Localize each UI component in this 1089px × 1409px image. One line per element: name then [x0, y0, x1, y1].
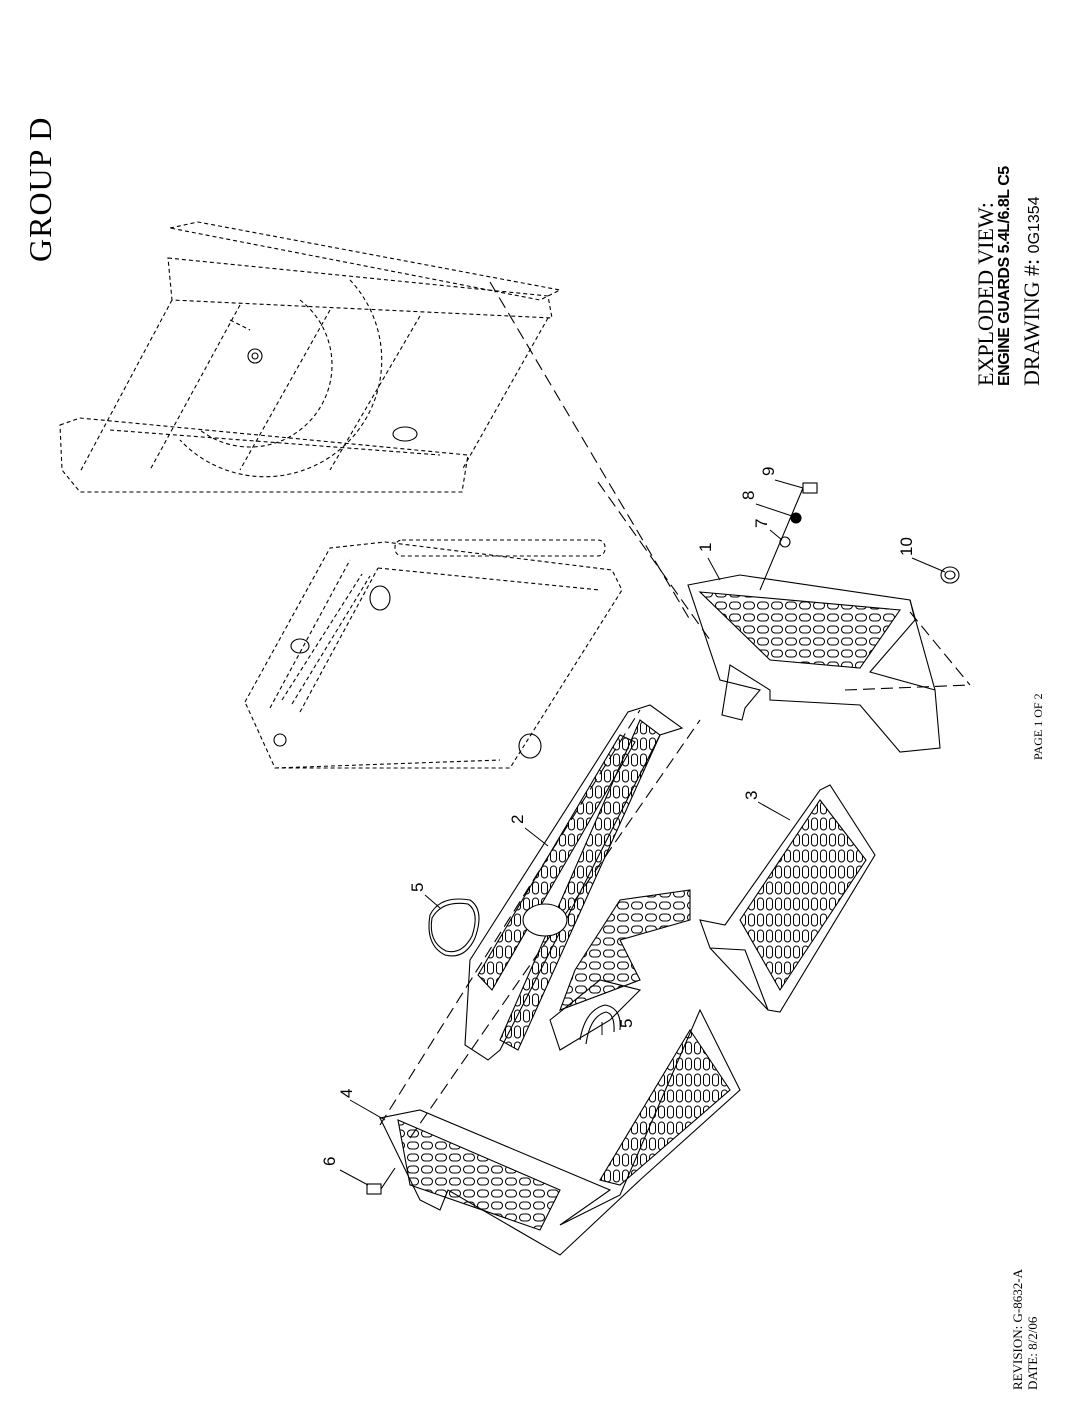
callout-10: 10 [897, 537, 916, 556]
part-5-seal [429, 899, 479, 956]
callout-9: 9 [759, 467, 778, 476]
part-5-clip [580, 1005, 620, 1044]
callout-7: 7 [752, 519, 771, 528]
callout-4: 4 [337, 1089, 356, 1098]
part-2-front-grille [465, 705, 690, 1060]
callout-2: 2 [508, 815, 527, 824]
callout-1: 1 [696, 543, 715, 552]
radiator [245, 540, 622, 768]
radiator-fittings [274, 586, 541, 758]
part-1-right-guard [688, 575, 940, 752]
leader-lines [340, 480, 945, 1185]
callout-6: 6 [320, 1157, 339, 1166]
callout-5-seal: 5 [408, 883, 427, 892]
parts-7-8-9-hardware [760, 483, 817, 590]
part-4-left-guard [380, 1010, 740, 1255]
callout-5-clip: 5 [617, 1019, 636, 1028]
callout-3: 3 [742, 791, 761, 800]
alignment-lines [380, 282, 970, 1138]
callout-8: 8 [739, 491, 758, 500]
part-10-plug [941, 567, 959, 583]
part-6-bolt [367, 1168, 395, 1194]
vehicle-frame [60, 222, 560, 492]
